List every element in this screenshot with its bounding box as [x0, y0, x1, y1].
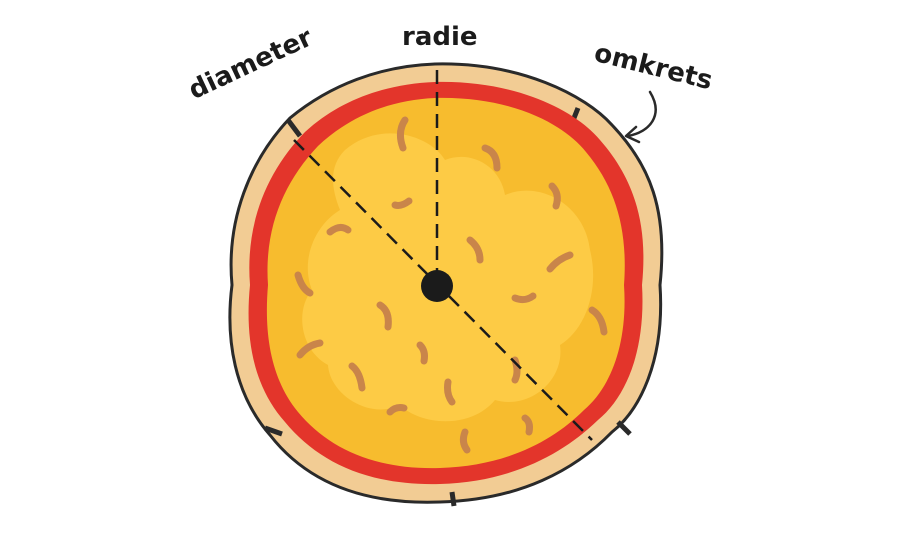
crust-mark: [264, 425, 283, 437]
crust-mark: [286, 118, 302, 138]
crust-mark: [616, 420, 632, 436]
curved-arrow-icon: [624, 90, 657, 144]
crust-mark: [449, 491, 457, 507]
radius-label: radie: [402, 22, 478, 52]
toppings: [294, 116, 608, 454]
center-point-icon: [421, 270, 453, 302]
